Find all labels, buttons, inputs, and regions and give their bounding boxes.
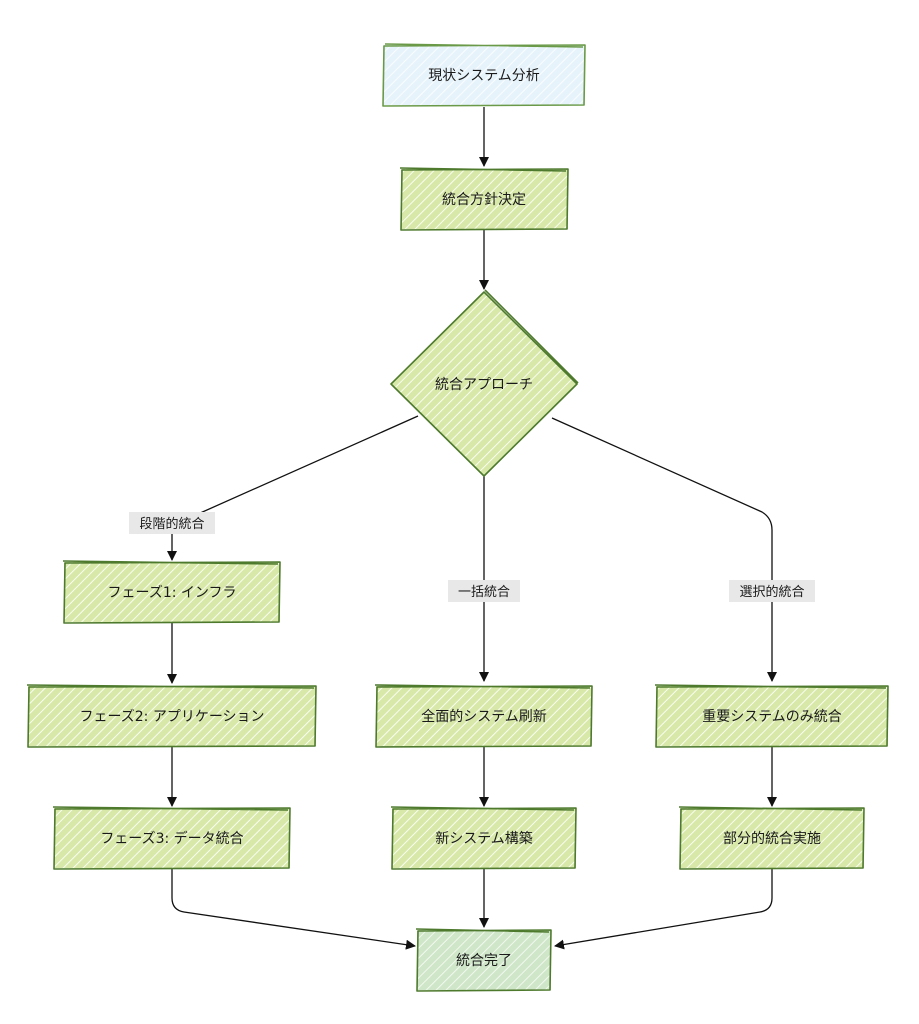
node-phase3: フェーズ3: データ統合 (52, 806, 291, 870)
node-analysis: 現状システム分析 (382, 43, 586, 107)
edge-approach-to-selective (551, 417, 777, 682)
node-phase2: フェーズ2: アプリケーション (26, 684, 317, 748)
edge-approach-to-phase1 (167, 415, 419, 561)
node-phase1-label: フェーズ1: インフラ (108, 585, 237, 601)
node-full-refresh: 全面的システム刷新 (374, 684, 593, 748)
edge-label-select: 選択的統合 (729, 580, 815, 602)
node-phase3-label: フェーズ3: データ統合 (100, 830, 243, 847)
node-policy: 統合方針決定 (399, 167, 569, 231)
node-selective: 重要システムのみ統合 (654, 684, 889, 748)
node-partial: 部分的統合実施 (678, 806, 865, 870)
node-done-label: 統合完了 (456, 953, 512, 969)
node-phase1: フェーズ1: インフラ (62, 560, 281, 624)
edge-phase3-to-done (171, 869, 416, 950)
edge-label-bulk: 一括統合 (448, 580, 520, 602)
edge-label-select-text: 選択的統合 (739, 584, 804, 600)
node-new-build: 新システム構築 (390, 806, 577, 870)
edge-partial-to-done (554, 869, 773, 950)
node-policy-label: 統合方針決定 (442, 192, 526, 208)
node-partial-label: 部分的統合実施 (723, 831, 821, 847)
edge-label-phased: 段階的統合 (129, 512, 215, 534)
node-full-refresh-label: 全面的システム刷新 (421, 708, 547, 725)
node-analysis-label: 現状システム分析 (428, 68, 540, 84)
node-phase2-label: フェーズ2: アプリケーション (79, 709, 264, 725)
edge-label-phased-text: 段階的統合 (139, 516, 204, 532)
node-approach-label: 統合アプローチ (435, 377, 533, 393)
node-new-build-label: 新システム構築 (435, 831, 533, 847)
edge-label-bulk-text: 一括統合 (458, 585, 510, 600)
node-done: 統合完了 (415, 928, 552, 992)
node-selective-label: 重要システムのみ統合 (702, 709, 842, 725)
node-approach: 統合アプローチ (390, 289, 579, 477)
